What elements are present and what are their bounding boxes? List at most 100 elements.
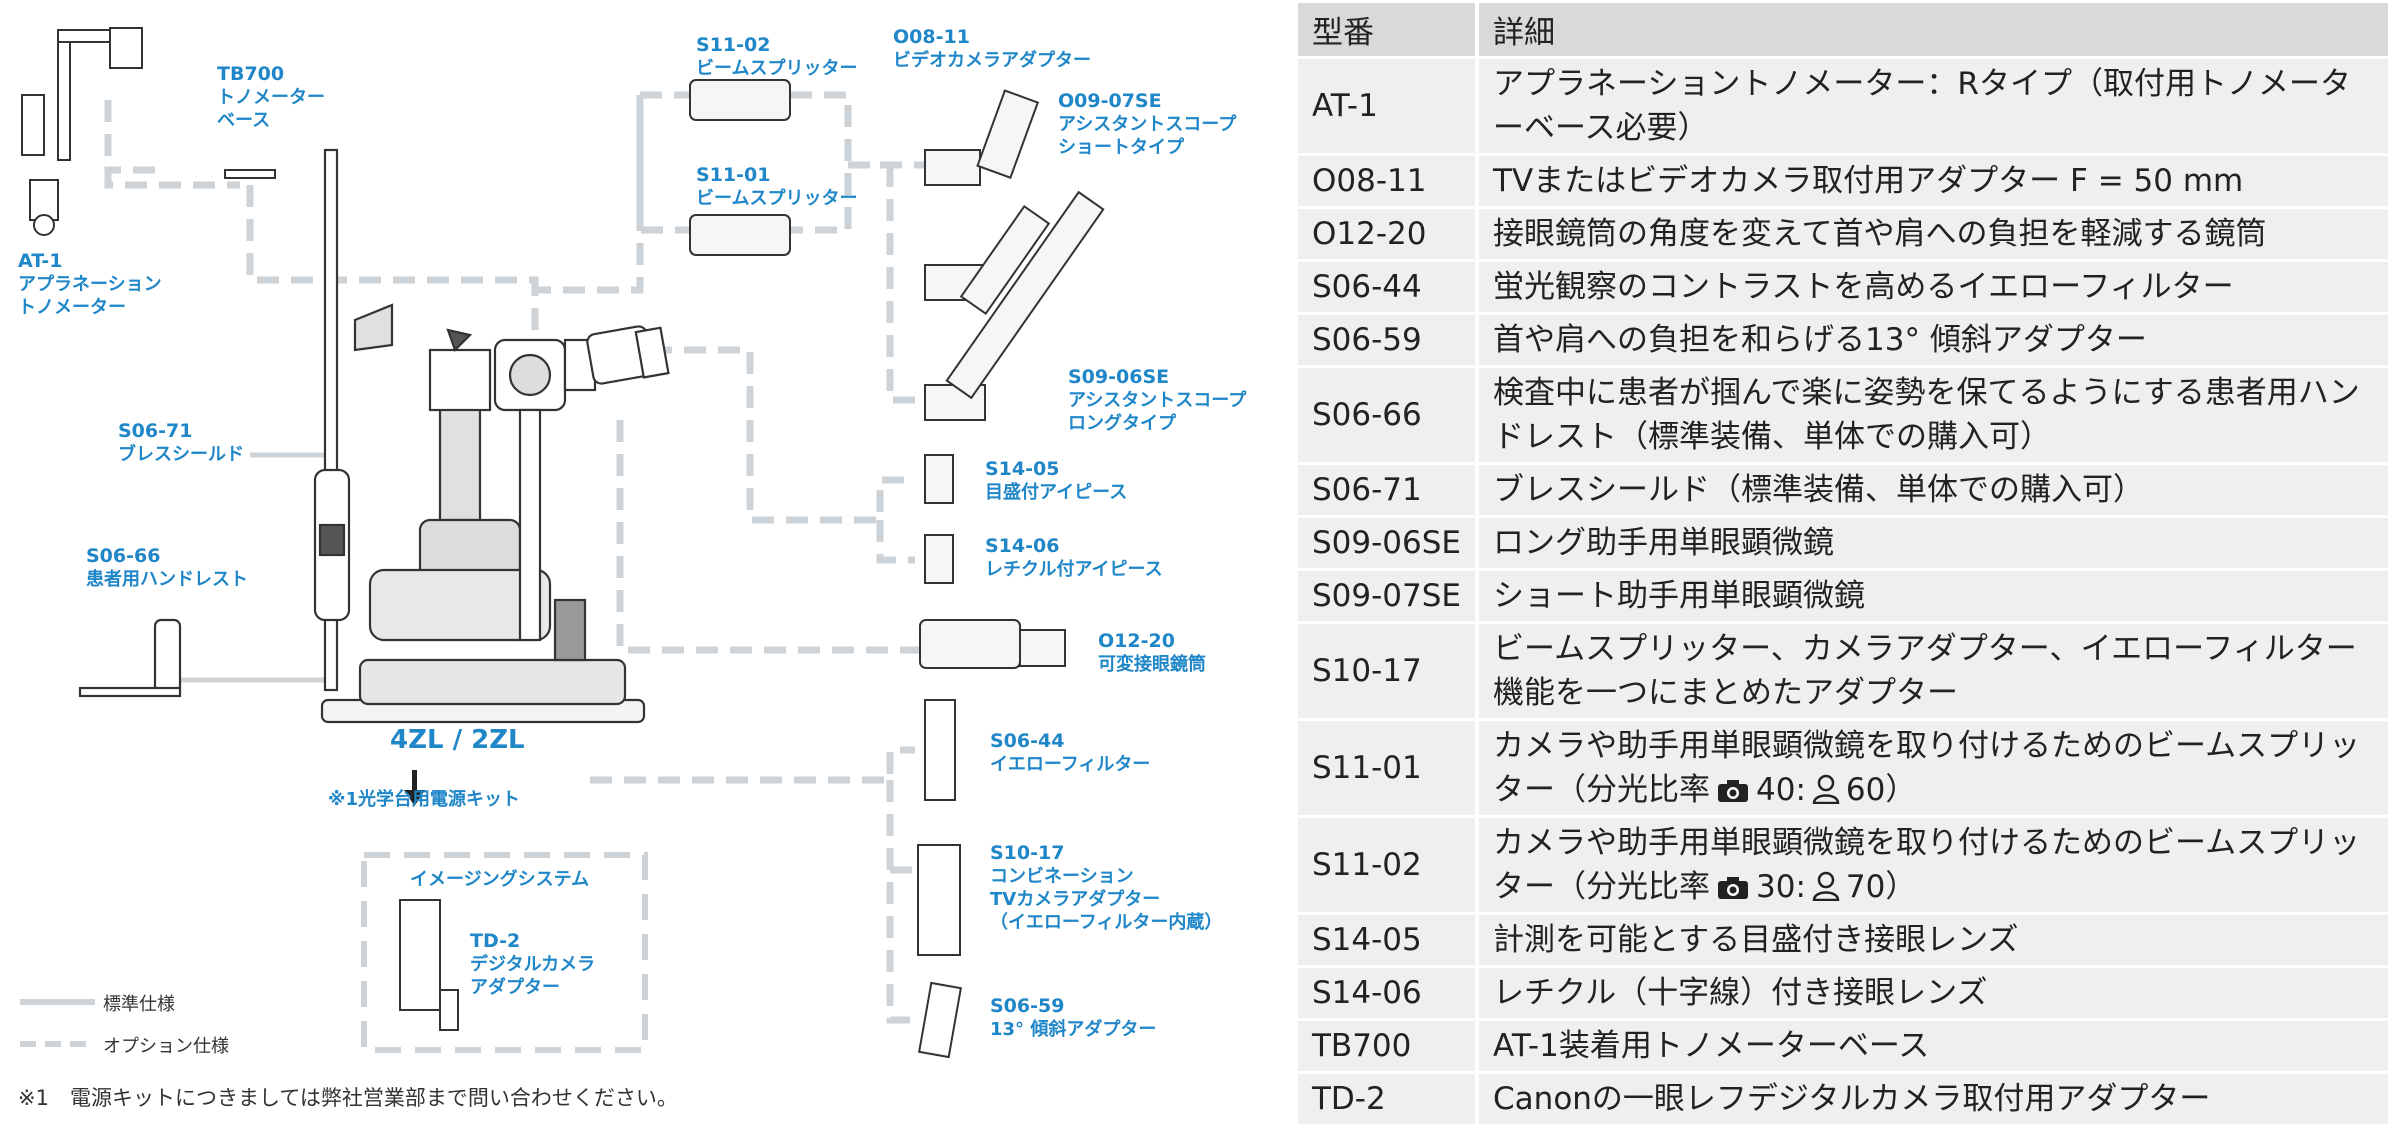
label-code: O08-11 xyxy=(893,26,970,48)
label-code: S09-06SE xyxy=(1068,366,1170,388)
row-detail: Canonの一眼レフデジタルカメラ取付用アダプター xyxy=(1475,1071,2388,1124)
imaging-system-title: イメージングシステム xyxy=(410,869,590,890)
row-model: S06-71 xyxy=(1298,462,1478,517)
label-line: 患者用ハンドレスト xyxy=(86,569,248,590)
label-code: S06-44 xyxy=(990,730,1065,752)
power-kit-note: ※1光学台用電源キット xyxy=(328,789,521,810)
label-code: TB700 xyxy=(217,63,285,85)
row-model: S06-66 xyxy=(1298,365,1478,464)
detail-text: カメラや助手用単眼顕微鏡を取り付けるためのビームスプリッター（分光比率 xyxy=(1493,825,2361,905)
row-model: S10-17 xyxy=(1298,621,1478,720)
label-code: S06-71 xyxy=(118,420,193,442)
label-code: S14-06 xyxy=(985,535,1060,557)
label-line: ショートタイプ xyxy=(1058,137,1184,158)
row-model: O12-20 xyxy=(1298,206,1478,261)
row-detail: 首や肩への負担を和らげる13° 傾斜アダプター xyxy=(1475,312,2388,367)
camera-ratio: 30: xyxy=(1756,869,1806,905)
arrow-down-icon xyxy=(404,770,425,806)
model-label: 4ZL / 2ZL xyxy=(390,725,525,755)
slit-lamp-illustration xyxy=(78,148,670,724)
label-line: イエローフィルター xyxy=(990,754,1151,775)
label-line: トノメーター xyxy=(217,87,325,108)
label-line: アダプター xyxy=(470,977,560,998)
label-line: ベース xyxy=(217,110,271,131)
row-model: S09-06SE xyxy=(1298,515,1478,570)
label-line: ロングタイプ xyxy=(1068,413,1176,434)
label-line: コンビネーション xyxy=(990,866,1134,887)
header-model: 型番 xyxy=(1298,3,1478,59)
label-code: AT-1 xyxy=(18,250,63,272)
row-model: S06-59 xyxy=(1298,312,1478,367)
person-icon xyxy=(1812,871,1840,901)
row-detail: TVまたはビデオカメラ取付用アダプター F = 50 mm xyxy=(1475,153,2388,208)
label-line: TVカメラアダプター xyxy=(990,889,1161,910)
label-line: ビームスプリッター xyxy=(696,58,858,79)
row-detail: 計測を可能とする目盛付き接眼レンズ xyxy=(1475,912,2388,967)
row-detail: ビームスプリッター、カメラアダプター、イエローフィルター機能を一つにまとめたアダ… xyxy=(1475,621,2388,720)
label-line: トノメーター xyxy=(18,297,126,318)
label-line: 目盛付アイピース xyxy=(985,482,1128,503)
row-model: S11-01 xyxy=(1298,718,1478,817)
row-model: O08-11 xyxy=(1298,153,1478,208)
header-detail: 詳細 xyxy=(1475,3,2388,59)
row-detail: アプラネーショントノメーター：Rタイプ（取付用トノメーターベース必要） xyxy=(1475,56,2388,155)
row-model: S14-06 xyxy=(1298,965,1478,1020)
row-detail: 接眼鏡筒の角度を変えて首や肩への負担を軽減する鏡筒 xyxy=(1475,206,2388,261)
option-connector-lines xyxy=(104,91,925,1053)
row-model: TD-2 xyxy=(1298,1071,1478,1124)
accessory-illustrations xyxy=(21,27,1105,1059)
label-line: アプラネーション xyxy=(18,274,162,295)
footnote: ※1 電源キットにつきましては弊社営業部まで問い合わせください。 xyxy=(18,1086,678,1110)
camera-ratio: 40: xyxy=(1756,772,1806,808)
row-detail: ショート助手用単眼顕微鏡 xyxy=(1475,568,2388,623)
label-line: ビームスプリッター xyxy=(696,188,858,209)
legend-standard-label: 標準仕様 xyxy=(103,994,175,1015)
label-code: S11-02 xyxy=(696,34,771,56)
row-detail: AT-1装着用トノメーターベース xyxy=(1475,1018,2388,1073)
label-code: S06-59 xyxy=(990,995,1065,1017)
person-ratio: 60） xyxy=(1845,772,1917,808)
person-icon xyxy=(1812,774,1840,804)
camera-icon xyxy=(1718,780,1749,802)
row-model: S06-44 xyxy=(1298,259,1478,314)
legend-option-label: オプション仕様 xyxy=(103,1036,229,1057)
row-model: TB700 xyxy=(1298,1018,1478,1073)
label-code: S10-17 xyxy=(990,842,1065,864)
row-detail: レチクル（十字線）付き接眼レンズ xyxy=(1475,965,2388,1020)
table-header-row: 型番 詳細 xyxy=(1298,3,2388,59)
label-line: 13° 傾斜アダプター xyxy=(990,1019,1157,1040)
row-detail: ブレスシールド（標準装備、単体での購入可） xyxy=(1475,462,2388,517)
label-code: S14-05 xyxy=(985,458,1060,480)
label-code: O12-20 xyxy=(1098,630,1175,652)
person-ratio: 70） xyxy=(1845,869,1917,905)
label-code: TD-2 xyxy=(470,930,521,952)
